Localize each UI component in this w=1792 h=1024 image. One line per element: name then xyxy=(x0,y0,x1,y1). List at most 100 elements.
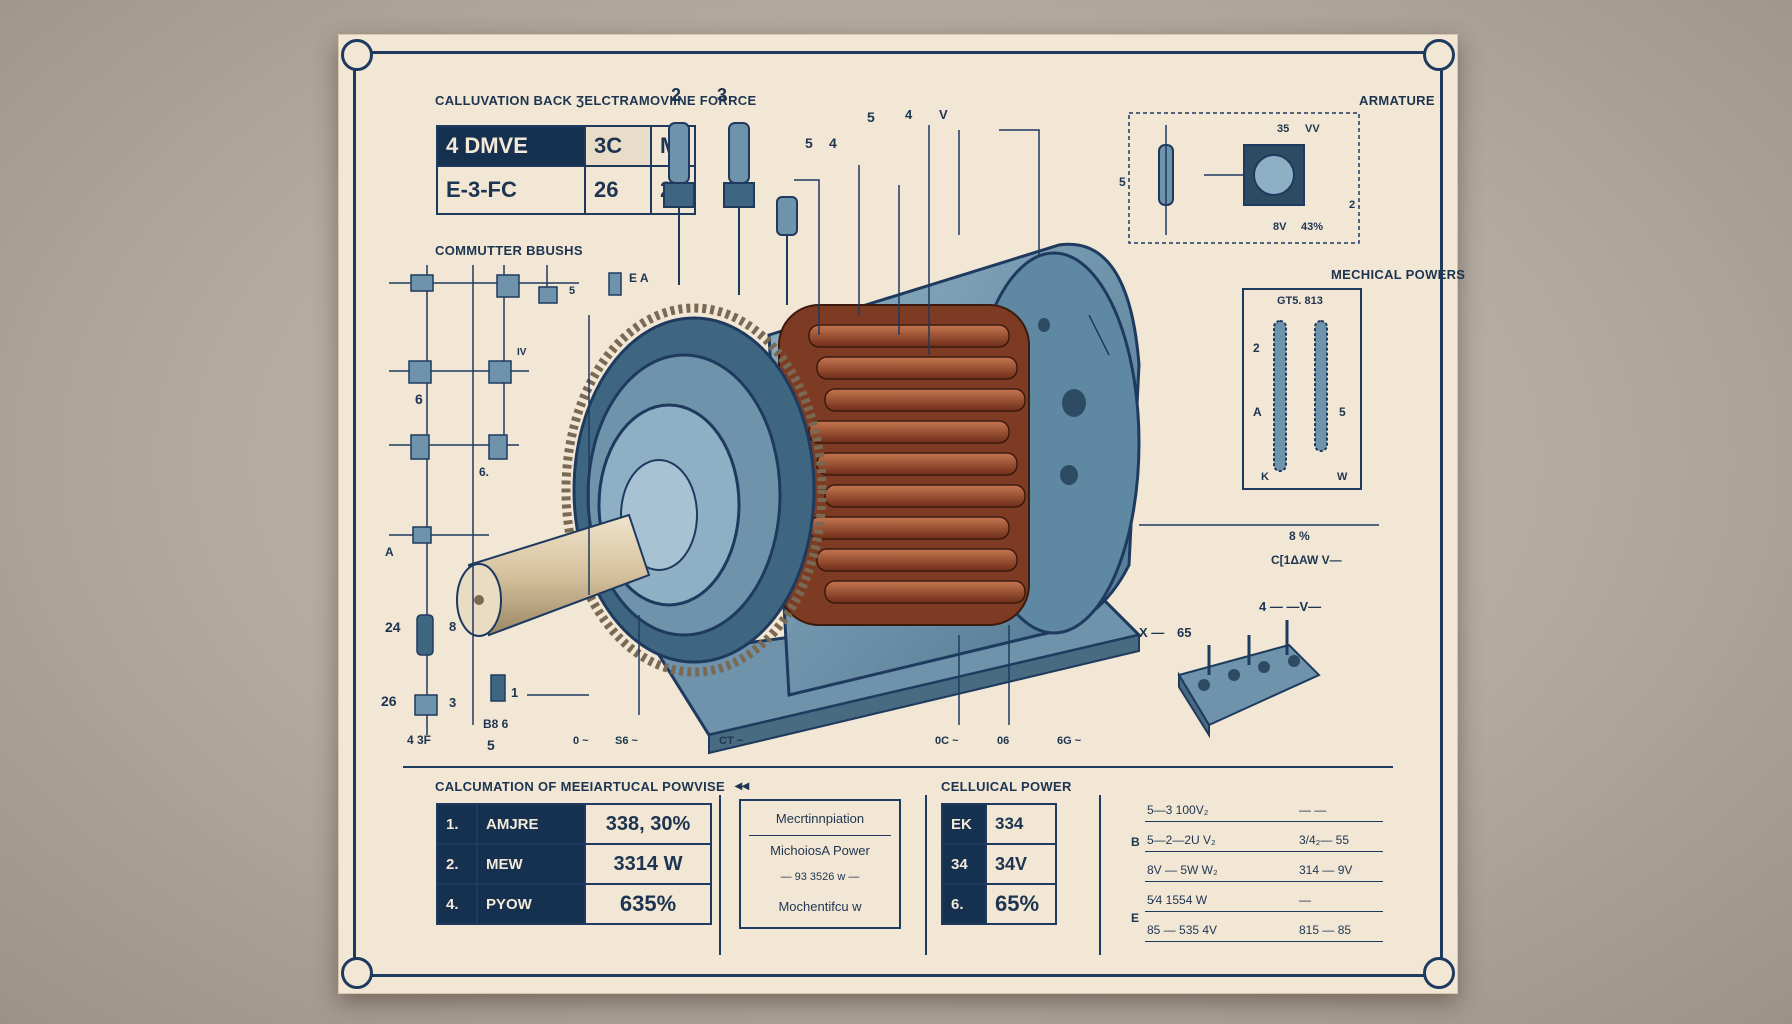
copper-coil xyxy=(808,516,1010,540)
list-item-right: 3/4₂— 55 xyxy=(1299,833,1350,847)
copper-coil xyxy=(824,580,1026,604)
list-item-left: 8V — 5W W₂ xyxy=(1147,863,1218,877)
armature-value: 8V xyxy=(1273,221,1287,233)
label-number: B8 6 xyxy=(483,717,509,731)
list-rule xyxy=(1145,851,1383,852)
motor-shaft xyxy=(456,513,651,637)
corner-ornament xyxy=(1423,957,1455,989)
row-value: 65% xyxy=(985,883,1057,925)
emf-cell: E-3-FC xyxy=(436,165,586,215)
list-rule xyxy=(1145,941,1383,942)
motor-diagram xyxy=(389,112,1379,755)
list-item-left: 5⁄4 1554 W xyxy=(1147,893,1208,907)
label-number: 6. xyxy=(479,465,490,479)
label-number: 4 xyxy=(829,135,837,151)
brush-assembly xyxy=(663,122,798,305)
row-label: EK xyxy=(941,803,987,845)
list-item-left: 85 — 535 4V xyxy=(1147,923,1218,937)
copper-coil xyxy=(816,548,1018,572)
corner-ornament xyxy=(341,957,373,989)
copper-coil xyxy=(816,356,1018,380)
corner-ornament xyxy=(1423,39,1455,71)
label-number: 6 xyxy=(415,391,423,407)
label-number: IV xyxy=(517,347,527,358)
label-number: 24 xyxy=(385,619,401,635)
copper-coil xyxy=(824,388,1026,412)
label-number: A xyxy=(385,545,394,559)
row-value: 3314 W xyxy=(584,843,712,885)
spring-value: C[1ΔAW V— xyxy=(1271,553,1342,567)
list-item-right: — — xyxy=(1299,803,1327,817)
label-number: V xyxy=(939,107,948,122)
list-item-right: 815 — 85 xyxy=(1299,923,1352,937)
list-letter: B xyxy=(1131,835,1140,849)
corner-ornament xyxy=(341,39,373,71)
copper-coil xyxy=(816,452,1018,476)
list-item-left: 5—2—2U V₂ xyxy=(1147,833,1216,847)
row-label: 6. xyxy=(941,883,987,925)
spring-value: W xyxy=(1337,471,1348,483)
row-label: 34 xyxy=(941,843,987,885)
bottom-label: 06 xyxy=(997,735,1010,747)
column-divider xyxy=(925,795,927,955)
copper-coil xyxy=(808,420,1010,444)
label-number: 26 xyxy=(381,693,397,709)
spring-value: 8 % xyxy=(1289,529,1310,543)
label-number: 3 xyxy=(717,85,728,105)
armature-schematic xyxy=(1128,112,1360,244)
box-line: — 93 3526 w — xyxy=(780,871,860,883)
section-divider xyxy=(403,766,1393,768)
row-value: 34V xyxy=(985,843,1057,885)
label-number: 4 xyxy=(905,107,913,122)
armature-value: 43% xyxy=(1301,221,1324,233)
bottom-label: S6 ~ xyxy=(615,735,638,747)
mech-power-table: 1. AMJRE 338, 30% 2. MEW 3314 W 4. PYOW … xyxy=(436,803,712,925)
commutator-title: COMMUTTER BBUSHS xyxy=(435,243,583,258)
list-item-left: 5—3 100V₂ xyxy=(1147,803,1209,817)
armature-value: 2 xyxy=(1349,199,1356,211)
bottom-label: 0C ~ xyxy=(935,735,959,747)
spring-value: 2 xyxy=(1253,341,1260,355)
armature-title: ARMATURE xyxy=(1359,93,1435,108)
spring-value: GT5. 813 xyxy=(1277,295,1323,307)
row-number: 4. xyxy=(436,883,478,925)
back-emf-title: CALLUVATION BACK ƷELCTRAMOVIINE FORRCE xyxy=(435,93,757,108)
list-item-right: — xyxy=(1299,893,1311,907)
arrow-icon: ◂◂ xyxy=(735,777,750,793)
bottom-label: CT ~ xyxy=(719,735,744,747)
box-line: Mecrtinnpiation xyxy=(775,811,865,826)
column-divider xyxy=(1099,795,1101,955)
box-line: MichoiosA Power xyxy=(770,843,870,858)
armature-value: 5 xyxy=(1119,175,1126,189)
label-number: 4 3F xyxy=(407,733,432,747)
column-divider xyxy=(719,795,721,955)
list-rule xyxy=(1145,821,1383,822)
label-number: 5 xyxy=(867,109,875,125)
spring-value: K xyxy=(1261,471,1269,483)
list-rule xyxy=(1145,911,1383,912)
brush-schematic xyxy=(389,265,622,735)
terminal-label: 4 — —V— xyxy=(1259,599,1322,614)
terminal-label: 65 xyxy=(1177,625,1192,640)
label-number: 5 xyxy=(805,135,813,151)
label-number: 1 xyxy=(511,685,519,700)
copper-coil xyxy=(808,324,1010,348)
mech-computation-box: Mecrtinnpiation MichoiosA Power — 93 352… xyxy=(739,799,901,929)
row-label: MEW xyxy=(476,843,586,885)
label-number: 5 xyxy=(487,737,495,753)
row-value: 635% xyxy=(584,883,712,925)
calc-mech-power-title: CALCUMATION OF MEEIARTUCAL POWVISE xyxy=(435,779,725,794)
terminal-block xyxy=(1177,620,1321,739)
label-number: 5 xyxy=(569,285,576,297)
bottom-label: 6G ~ xyxy=(1057,735,1082,747)
list-letter: E xyxy=(1131,911,1140,925)
copper-coil xyxy=(824,484,1026,508)
spring-value: 5 xyxy=(1339,405,1346,419)
list-item-right: 314 — 9V xyxy=(1299,863,1353,877)
row-number: 2. xyxy=(436,843,478,885)
spring-schematic xyxy=(1242,288,1362,490)
emf-cell: 4 DMVE xyxy=(436,125,586,167)
row-value: 338, 30% xyxy=(584,803,712,845)
spring-value: A xyxy=(1253,405,1262,419)
emf-cell: 3C xyxy=(584,125,652,167)
